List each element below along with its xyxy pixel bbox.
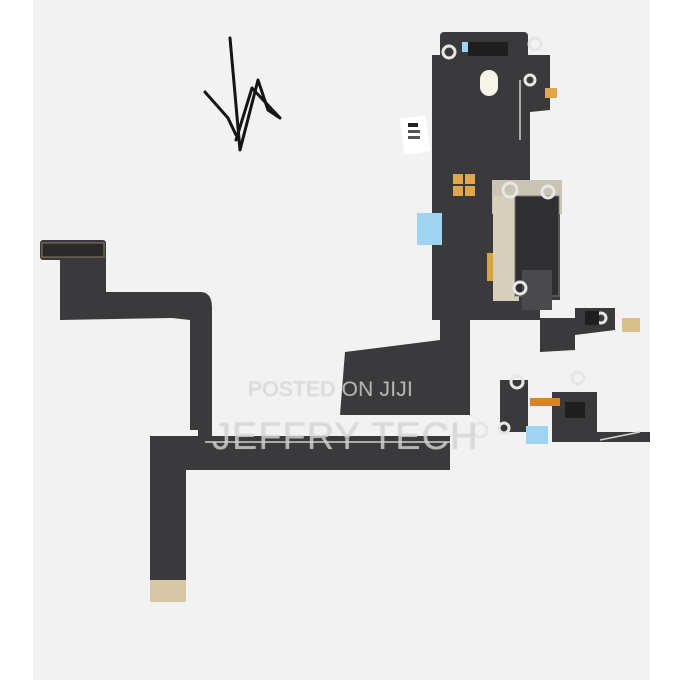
- trace-lines: [205, 80, 641, 443]
- small-chips: [468, 42, 599, 418]
- signature-mark: [203, 36, 282, 152]
- charging-port: [492, 180, 562, 310]
- white-sticker: [480, 70, 498, 96]
- screw-rings: [441, 36, 608, 439]
- gold-contacts: [150, 88, 640, 602]
- watermark-brand: JEFFRY TECH: [212, 416, 479, 458]
- watermark-posted: POSTED ON JIJI: [248, 378, 413, 401]
- board-connector: [41, 242, 105, 258]
- orange-sensor-flex: [530, 398, 560, 406]
- serial-label: [399, 115, 431, 155]
